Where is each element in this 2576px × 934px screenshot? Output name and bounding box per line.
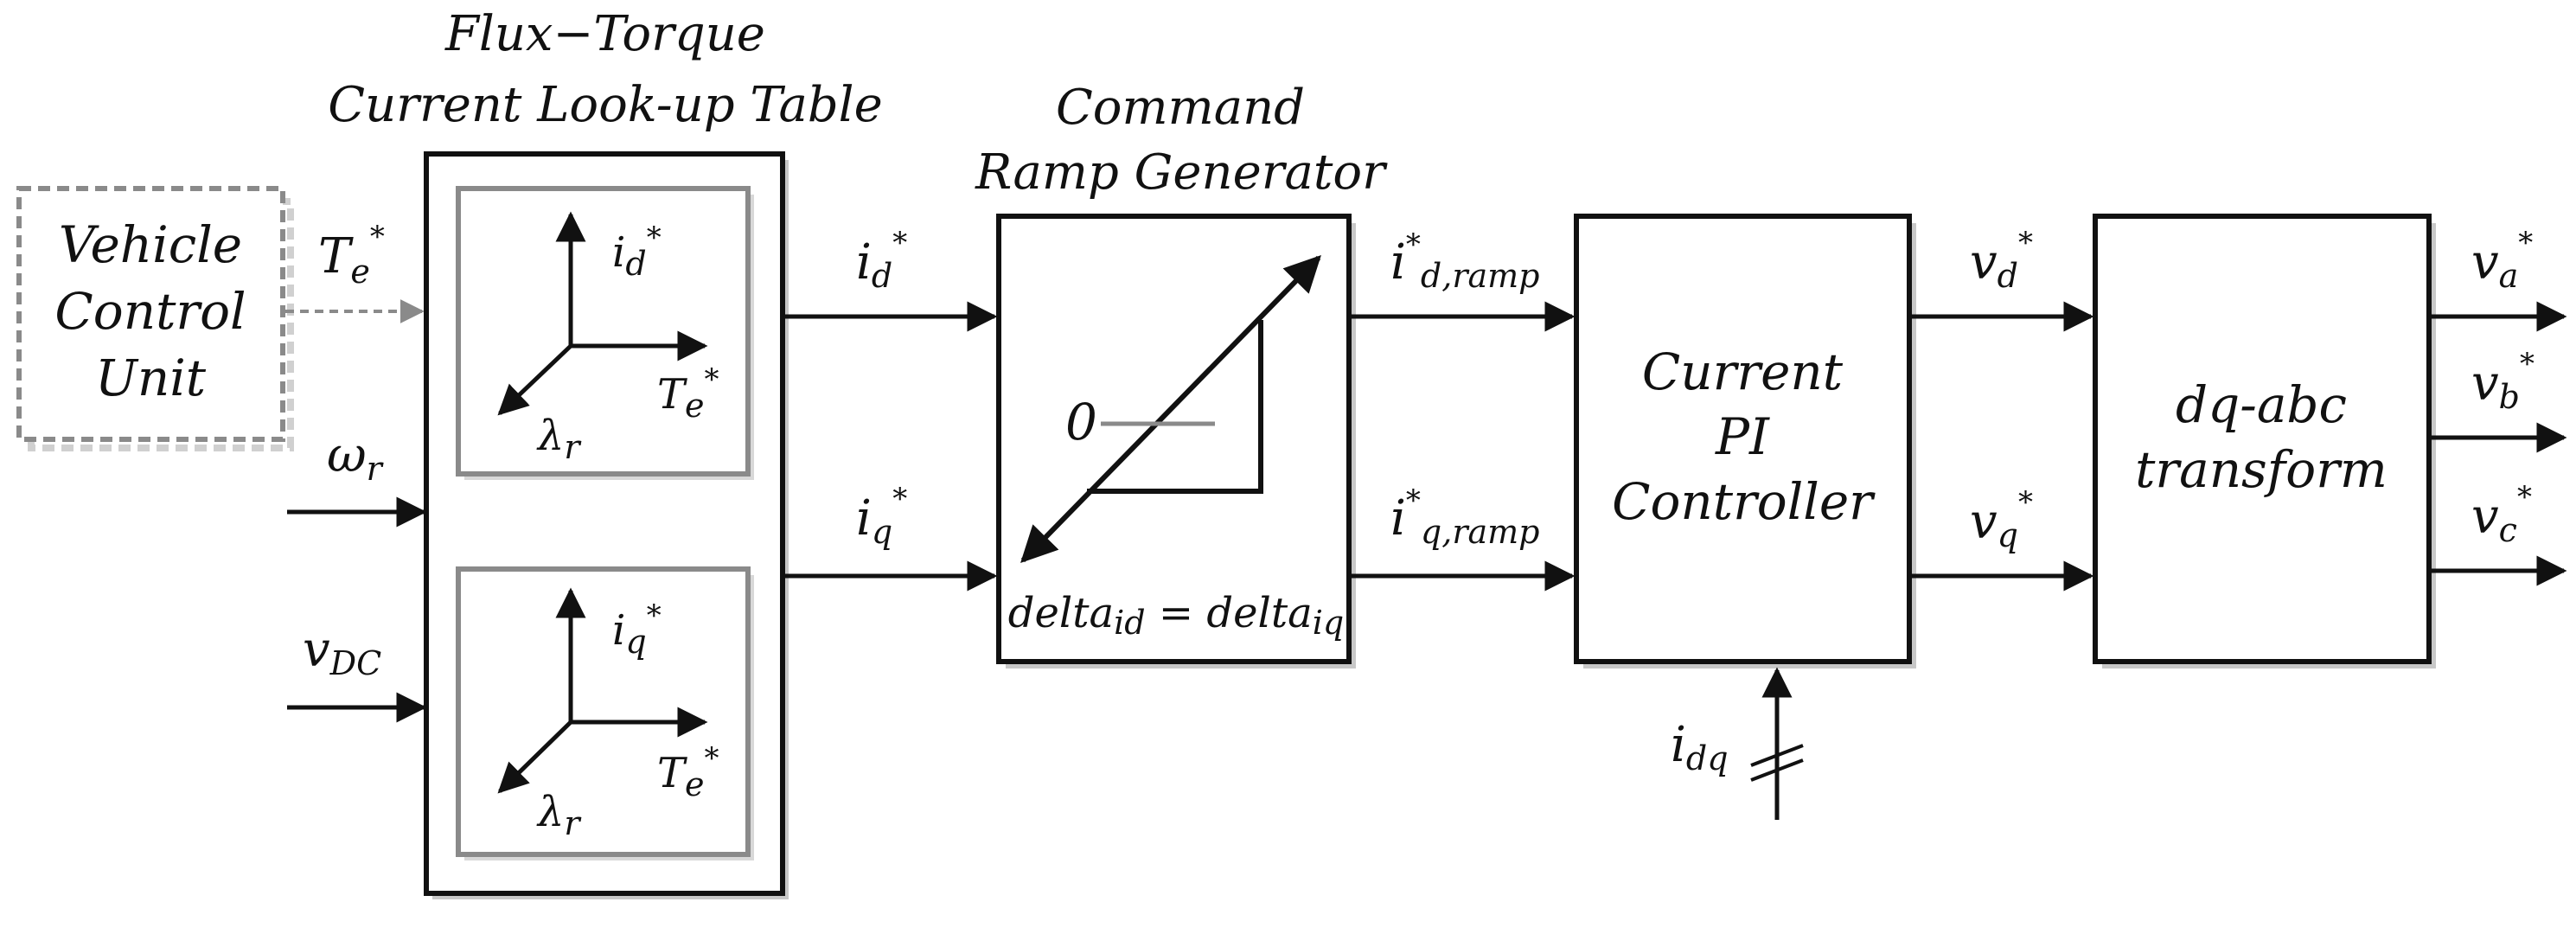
omega-r-label: ωr — [327, 427, 385, 488]
lut-bottom-te-label: Te* — [657, 741, 719, 803]
vehicle-control-unit-block: Vehicle Control Unit — [16, 186, 294, 451]
lookup-table-block: id* Te* λr iq* Te* λr — [424, 151, 789, 899]
ramp-equation: deltaid = deltaiq — [1008, 589, 1344, 642]
vd-star-label: vd* — [1970, 226, 2033, 295]
ramp-generator-block: 0 deltaid = deltaiq — [996, 214, 1356, 669]
vq-star-label: vq* — [1970, 485, 2033, 554]
lut-iq-map: iq* Te* λr — [456, 566, 754, 860]
dq-abc-transform-block: dq-abc transform — [2093, 214, 2436, 669]
id-ramp-label: i*d,ramp — [1390, 227, 1540, 295]
ramp-triangle — [1087, 320, 1263, 494]
id-star-label: id* — [856, 226, 907, 295]
lut-id-map: id* Te* λr — [456, 186, 754, 480]
ramp-zero-label: 0 — [1065, 393, 1097, 451]
idq-bus-tick-1 — [1750, 744, 1804, 767]
lut-top-lambda-label: λr — [536, 412, 582, 466]
lut-bottom-iq-label: iq* — [612, 598, 662, 661]
lut-top-te-label: Te* — [657, 362, 719, 425]
te-star-label: Te* — [318, 220, 385, 291]
va-star-label: va* — [2471, 226, 2533, 295]
ramp-title-line2: Ramp Generator — [975, 144, 1388, 201]
lut-top-id-label: id* — [612, 221, 662, 283]
ramp-title-line1: Command — [1056, 80, 1305, 136]
vb-star-label: vb* — [2471, 347, 2534, 416]
pi-line1: Current — [1642, 342, 1844, 401]
pi-controller-block: Current PI Controller — [1574, 214, 1916, 669]
iq-ramp-label: i*q,ramp — [1390, 483, 1540, 551]
lut-title-line1: Flux−Torque — [444, 6, 765, 62]
vdc-label: vDC — [303, 622, 381, 682]
idq-bus-tick-2 — [1750, 758, 1804, 782]
vcu-line1: Vehicle — [59, 215, 242, 274]
iq-star-label: iq* — [856, 482, 907, 551]
lut-bottom-diagonal-axis — [497, 720, 572, 794]
vcu-line3: Unit — [95, 349, 207, 407]
vc-star-label: vc* — [2471, 480, 2532, 549]
ramp-diagonal-arrow — [1020, 254, 1321, 564]
dqabc-line1: dq-abc — [2176, 375, 2347, 434]
lut-bottom-lambda-label: λr — [536, 788, 582, 842]
lut-top-diagonal-axis — [497, 344, 572, 416]
pi-line2: PI — [1715, 407, 1770, 466]
dqabc-line2: transform — [2135, 440, 2387, 499]
lut-title-line2: Current Look-up Table — [328, 77, 882, 133]
idq-label: idq — [1671, 717, 1729, 777]
pi-line3: Controller — [1612, 472, 1876, 531]
vcu-line2: Control — [54, 282, 246, 341]
